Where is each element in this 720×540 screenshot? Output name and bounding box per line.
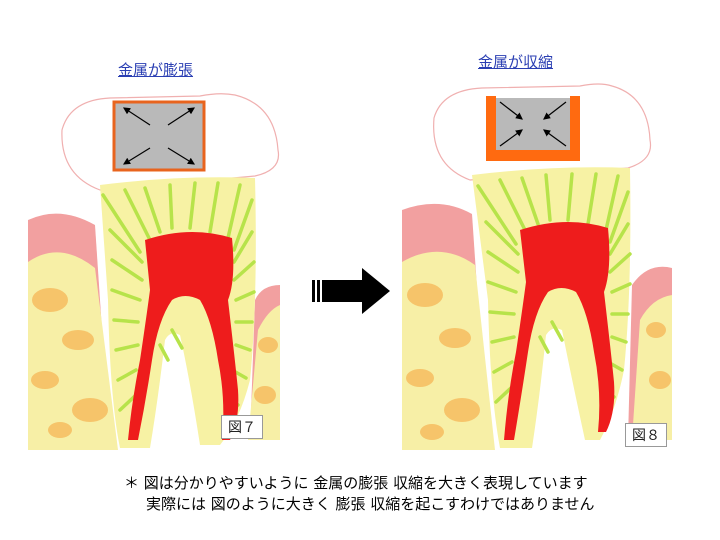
figure-label-7: 図７	[221, 415, 263, 439]
footnote-line-1: ＊ 図は分かりやすいように 金属の膨張 収縮を大きく表現しています	[124, 474, 588, 492]
right-arrow-icon	[312, 268, 390, 314]
gap-edge-contracting	[486, 96, 580, 161]
contraction-arrows	[499, 101, 567, 147]
label-metal-contract: 金属が収縮	[478, 53, 554, 71]
label-metal-expand: 金属が膨張	[118, 61, 194, 79]
tubules-left	[101, 181, 256, 412]
tooth-left	[28, 93, 280, 450]
metal-filling-expanding	[112, 100, 206, 172]
footnote: ＊ 図は分かりやすいように 金属の膨張 収縮を大きく表現しています 実際には 図…	[124, 473, 595, 515]
tooth-right	[402, 83, 672, 450]
tubules-right	[476, 172, 632, 404]
metal-filling-contracting	[496, 98, 570, 150]
figure-label-8: 図８	[625, 423, 667, 447]
bone-spots-right	[406, 283, 671, 440]
footnote-marker: ＊	[124, 474, 140, 492]
expansion-arrows	[122, 107, 196, 165]
footnote-line-2: 実際には 図のように大きく 膨張 収縮を起こすわけではありません	[146, 495, 595, 513]
bone-spots-left	[31, 288, 278, 438]
